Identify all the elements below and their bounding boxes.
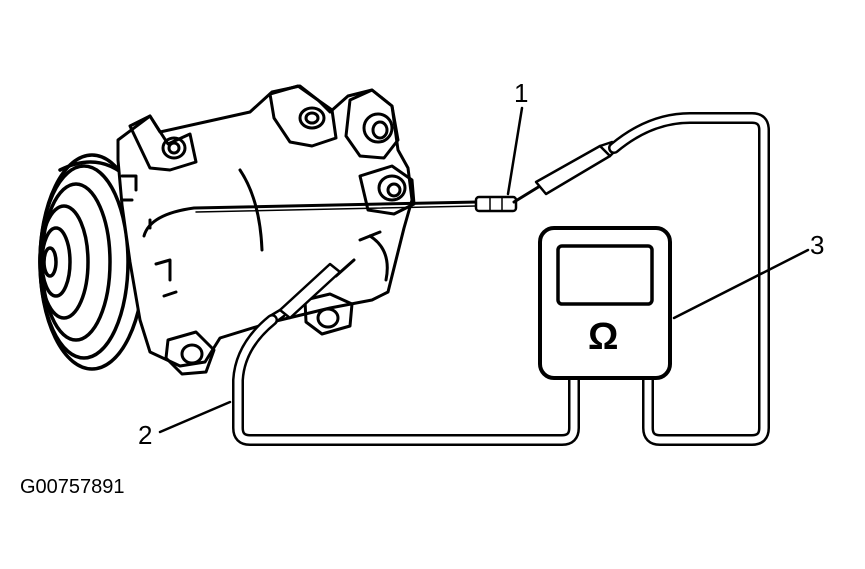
- leader-3: [672, 248, 810, 320]
- ohmmeter: [538, 226, 672, 380]
- meter-probe-1: [512, 140, 618, 204]
- meter-display: [556, 244, 654, 306]
- clutch-coil-lead: [142, 195, 518, 238]
- compressor-pulley: [38, 153, 146, 371]
- callout-label-2: 2: [138, 420, 153, 450]
- compressor-body: [116, 84, 416, 376]
- callout-label-3: 3: [810, 230, 825, 260]
- figure-id-code: G00757891: [20, 476, 125, 498]
- callout-label-1: 1: [514, 78, 529, 108]
- leader-1: [506, 106, 524, 196]
- callout-leaders: [158, 106, 810, 434]
- leader-2: [158, 400, 232, 434]
- meter-lead-2-cable: [232, 314, 580, 446]
- ohm-symbol: Ω: [588, 316, 619, 358]
